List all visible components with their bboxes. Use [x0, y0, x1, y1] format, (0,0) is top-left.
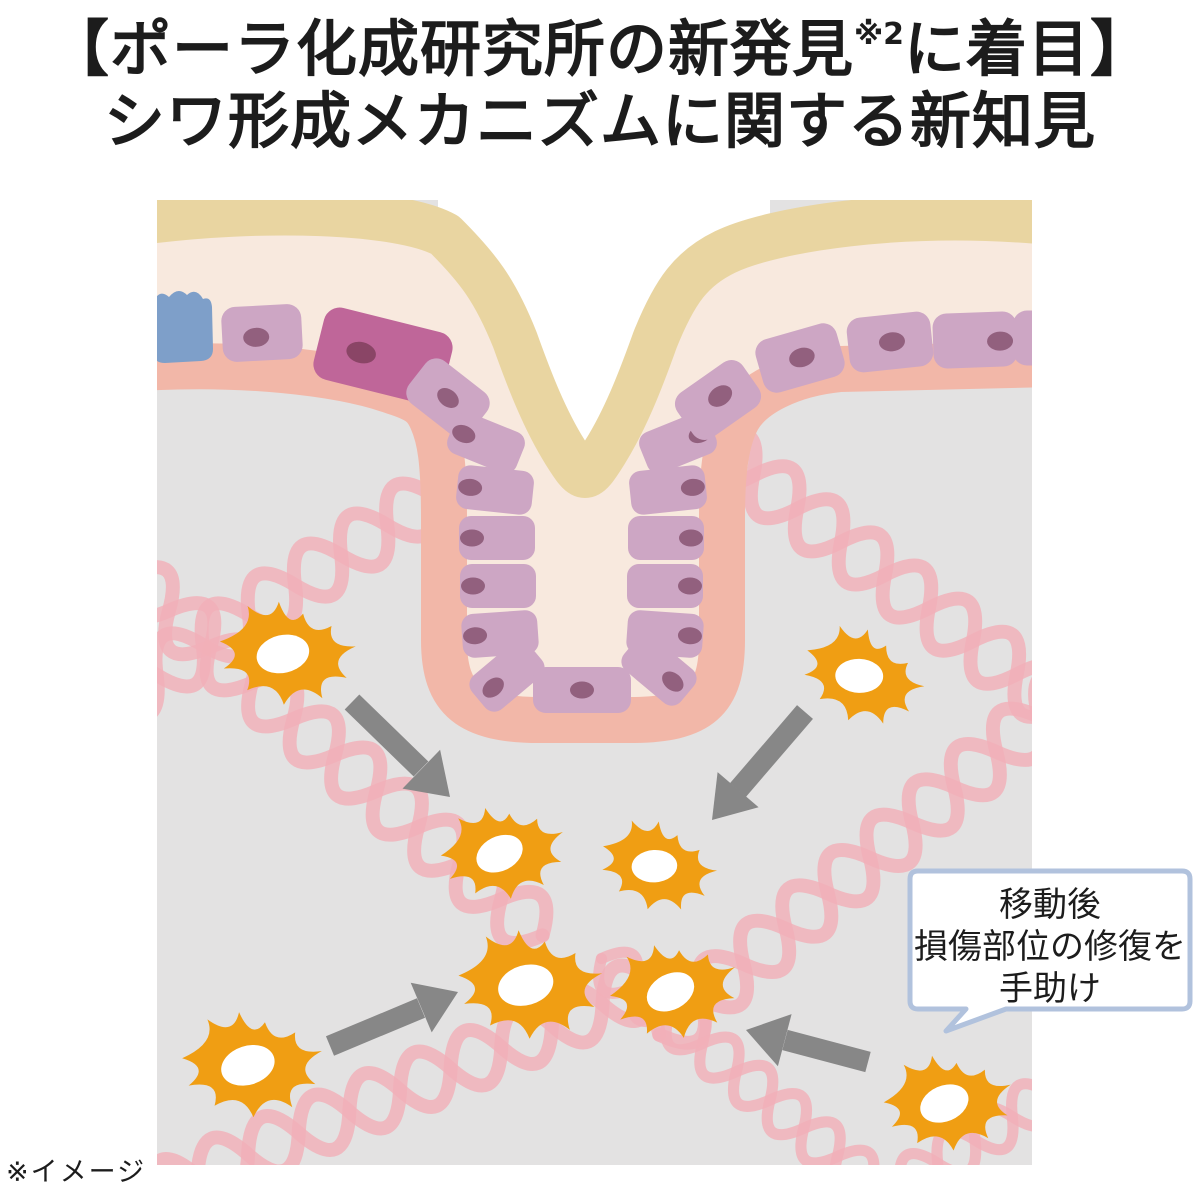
migration-arrows — [325, 694, 871, 1073]
image-note: ※イメージ — [6, 1157, 147, 1188]
keratinocyte-cell — [460, 564, 536, 608]
title-reference-mark: ※2 — [853, 17, 905, 52]
speech-bubble: 移動後 損傷部位の修復を 手助け — [907, 868, 1193, 1034]
title-line-1: 【ポーラ化成研究所の新発見※2に着目】 — [0, 14, 1200, 86]
keratinocyte-cell — [221, 304, 303, 362]
keratinocyte-cell — [628, 516, 704, 560]
speech-bubble-line-3: 手助け — [999, 969, 1101, 1009]
speech-bubble-line-2: 損傷部位の修復を — [914, 927, 1186, 967]
keratinocyte-cell — [1013, 310, 1032, 366]
keratinocyte-cell — [755, 323, 845, 393]
keratinocyte-cell — [447, 412, 525, 474]
title-line-1-post: に着目】 — [904, 14, 1153, 85]
keratinocyte-cell — [626, 610, 704, 658]
page-title: 【ポーラ化成研究所の新発見※2に着目】 シワ形成メカニズムに関する新知見 — [0, 14, 1200, 158]
stratum-corneum — [157, 200, 1032, 498]
speech-bubble-box — [907, 868, 1193, 1034]
blue-cell — [157, 291, 213, 363]
keratinocyte-cell — [627, 564, 703, 608]
keratinocyte-cells — [157, 291, 1032, 713]
keratinocyte-cell — [846, 311, 934, 373]
keratinocyte-cell — [533, 667, 631, 713]
keratinocyte-cell — [456, 465, 534, 515]
migration-arrow — [712, 705, 813, 820]
keratinocyte-cell — [459, 516, 535, 560]
speech-bubble-line-1: 移動後 — [999, 885, 1101, 925]
title-line-1-pre: 【ポーラ化成研究所の新発見 — [47, 14, 854, 85]
keratinocyte-cell — [932, 311, 1018, 369]
title-line-2: シワ形成メカニズムに関する新知見 — [103, 85, 1096, 157]
keratinocyte-cell — [629, 465, 707, 515]
migration-arrow — [344, 694, 450, 797]
keratinocyte-cell — [674, 360, 762, 440]
migration-arrow — [746, 1014, 871, 1073]
migration-arrow — [325, 982, 458, 1056]
keratinocyte-cell — [469, 640, 545, 712]
